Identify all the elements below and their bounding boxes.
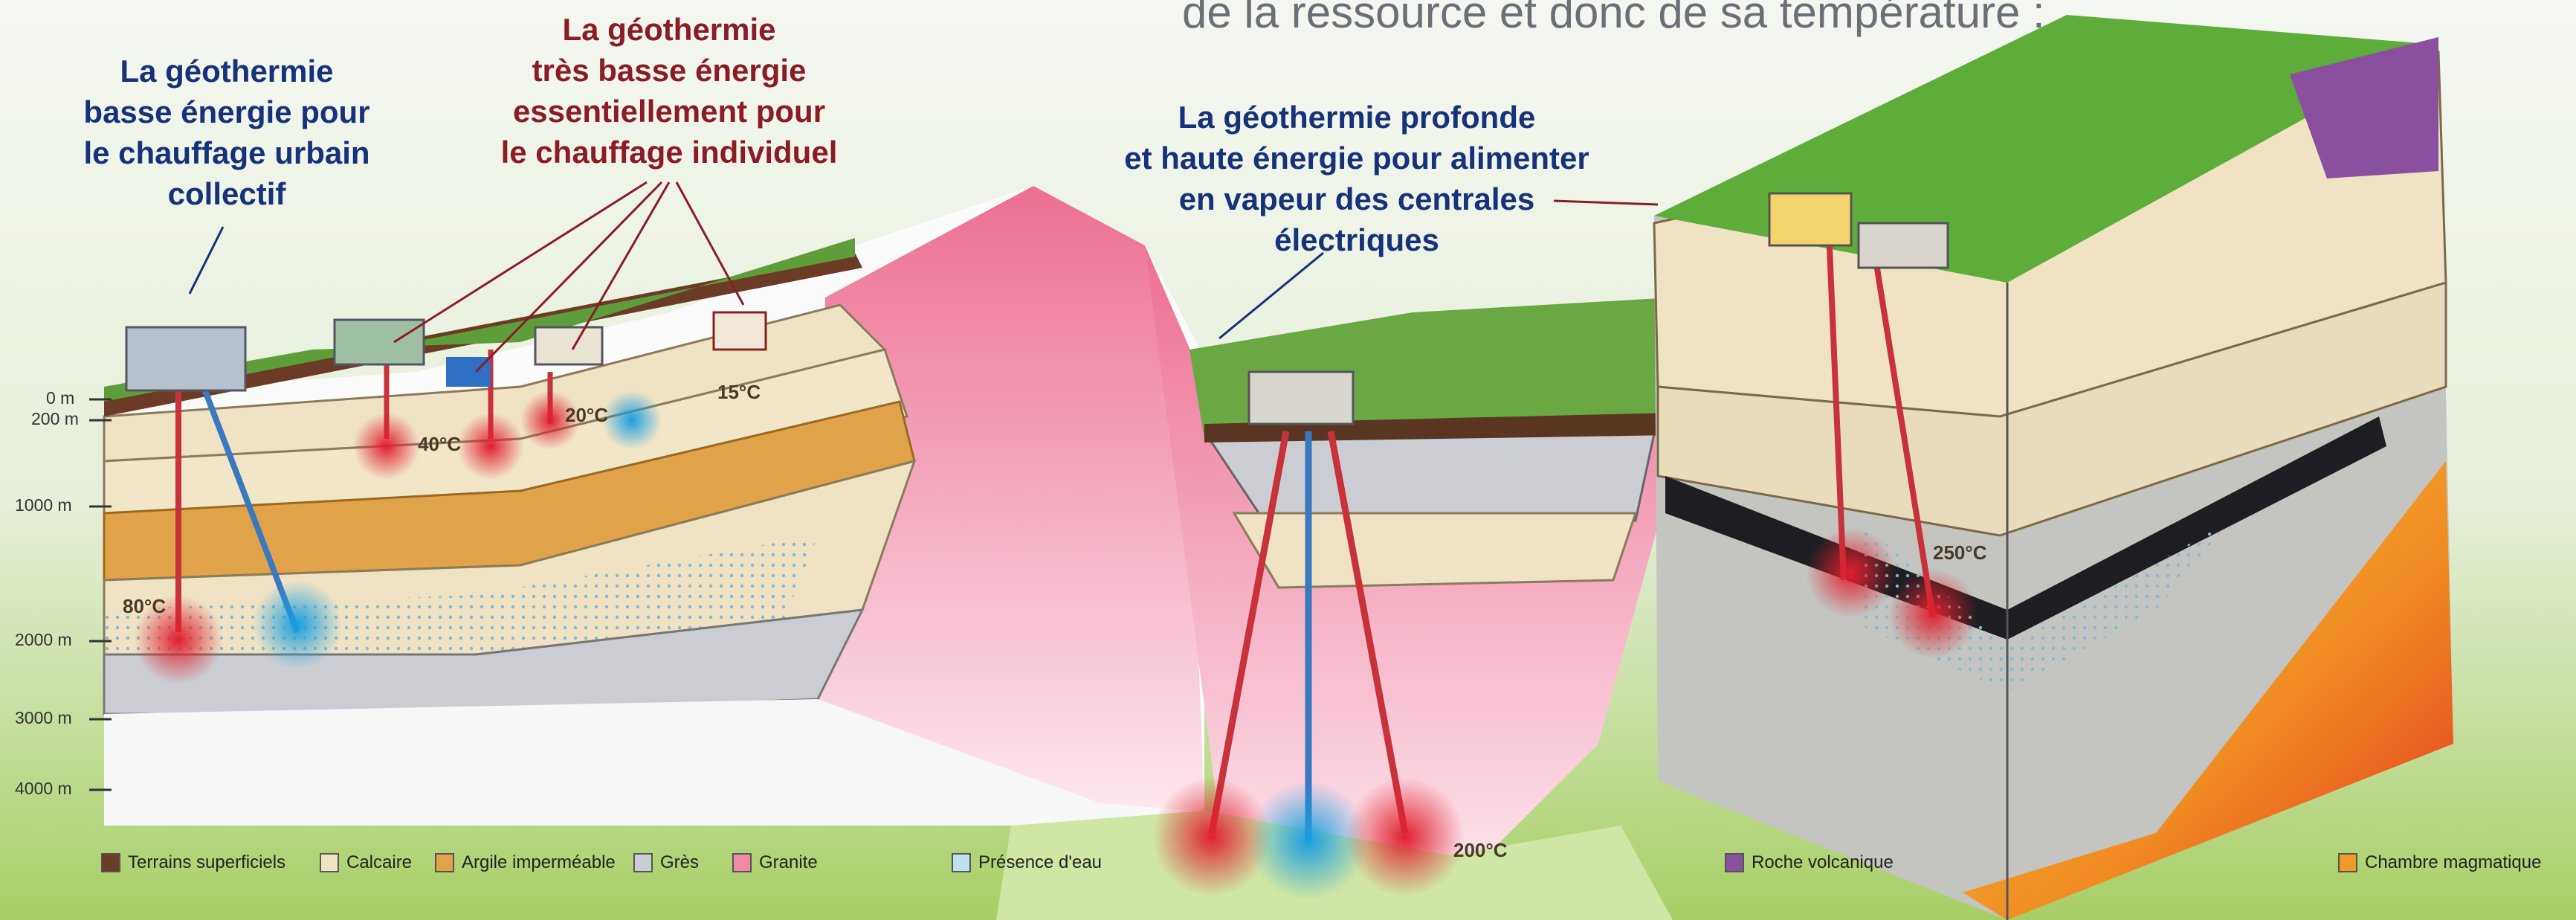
legend-item: Présence d'eau [952, 852, 1102, 873]
depth-label: 0 m [46, 388, 75, 408]
legend-swatch [633, 853, 653, 872]
legend-swatch [435, 853, 454, 872]
callout-line: électriques [1274, 222, 1439, 257]
callout-line: essentiellement pour [512, 94, 826, 129]
callout-line: en vapeur des centrales [1178, 181, 1535, 216]
legend-item: Terrains superficiels [101, 852, 285, 873]
legend-item: Chambre magmatique [2338, 852, 2541, 873]
heat-zones [134, 390, 1978, 900]
callout-line: La géothermie [120, 54, 334, 89]
legend-label: Chambre magmatique [2365, 852, 2542, 872]
callout-line: La géothermie [562, 12, 776, 47]
legend-swatch [952, 853, 971, 872]
callout-line: basse énergie pour [83, 94, 370, 129]
legend-label: Granite [759, 852, 818, 872]
depth-label: 2000 m [15, 630, 72, 649]
legend-item: Calcaire [320, 852, 412, 873]
legend-label: Terrains superficiels [128, 852, 286, 872]
depth-ticks [89, 398, 112, 791]
callout-line: le chauffage individuel [500, 135, 838, 170]
callout-deep-high-energy: La géothermie profonde et haute énergie … [1097, 97, 1617, 260]
legend-label: Argile imperméable [462, 852, 616, 872]
callout-line: le chauffage urbain [83, 135, 370, 170]
temperature-label: 40°C [418, 433, 462, 455]
callout-line: La géothermie profonde [1178, 100, 1536, 135]
depth-label: 3000 m [15, 708, 72, 727]
depth-label: 4000 m [15, 779, 72, 798]
depth-label: 1000 m [15, 495, 72, 515]
legend-swatch [732, 853, 752, 872]
temperature-label: 15°C [717, 381, 761, 403]
legend-item: Roche volcanique [1725, 852, 1894, 873]
temperature-label: 200°C [1453, 839, 1508, 861]
legend-item: Grès [633, 852, 699, 873]
callout-leaders [188, 181, 1659, 373]
legend-label: Roche volcanique [1752, 852, 1894, 872]
callout-line: et haute énergie pour alimenter [1124, 141, 1589, 176]
legend-swatch [2338, 853, 2357, 872]
callout-low-energy: La géothermie basse énergie pour le chau… [63, 51, 390, 214]
temperature-label: 80°C [123, 595, 167, 617]
legend-swatch [320, 853, 339, 872]
legend-swatch [1725, 853, 1744, 872]
callout-very-low-energy: La géothermie très basse énergie essenti… [483, 9, 855, 173]
legend-swatch [101, 853, 120, 872]
depth-label: 200 m [31, 409, 79, 428]
callout-line: collectif [167, 176, 286, 211]
legend-label: Grès [660, 852, 700, 872]
callout-line: très basse énergie [532, 53, 807, 88]
wells [175, 230, 1936, 840]
legend-item: Granite [732, 852, 818, 873]
temperature-label: 20°C [565, 404, 609, 426]
surface-buildings [125, 192, 1949, 425]
legend-label: Calcaire [346, 852, 413, 872]
legend-label: Présence d'eau [978, 852, 1103, 872]
temperature-label: 250°C [1933, 541, 1987, 564]
heading-text: de la ressource et donc de sa températur… [1182, 0, 2045, 37]
legend-item: Argile imperméable [435, 852, 616, 873]
